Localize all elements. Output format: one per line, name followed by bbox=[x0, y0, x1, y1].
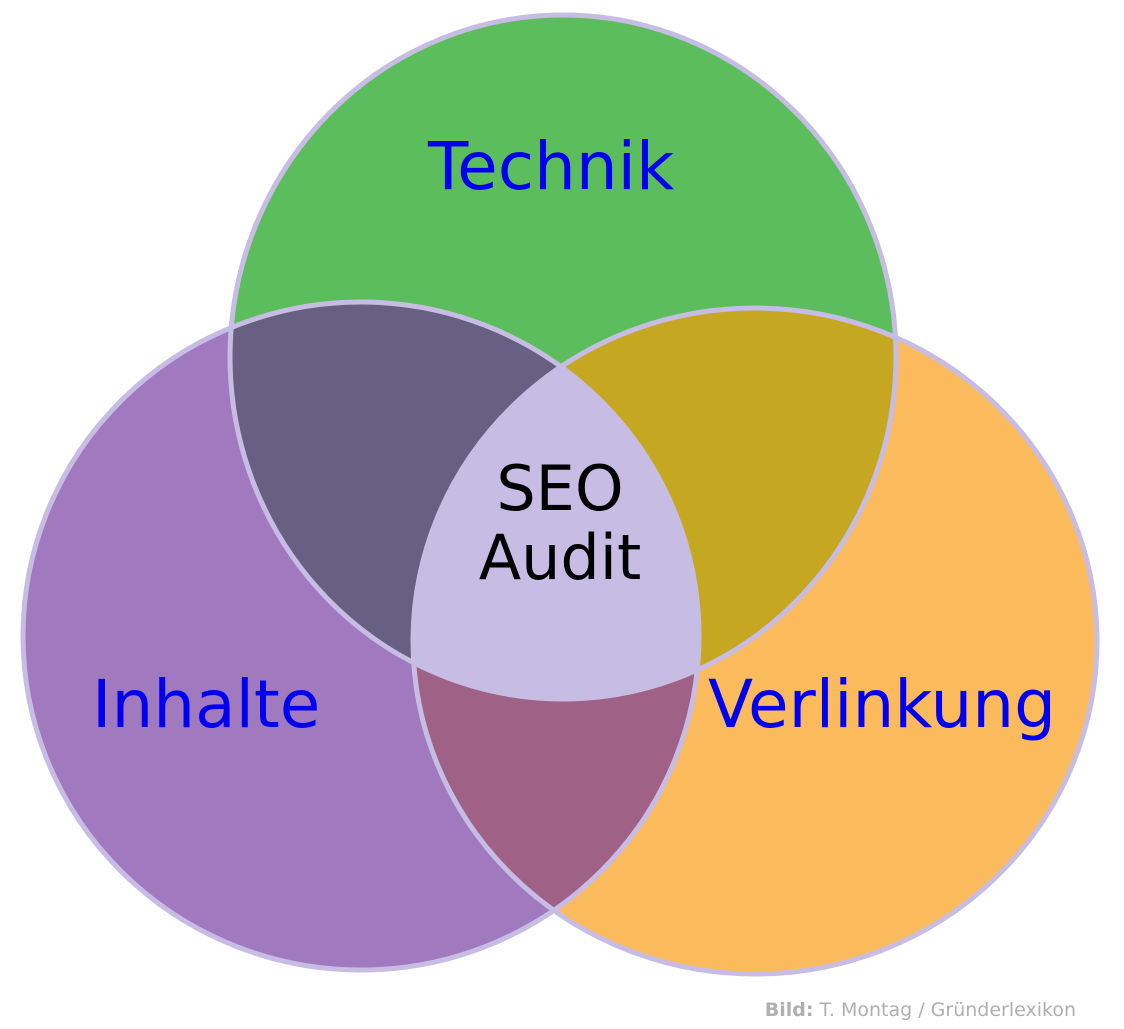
label-verlinkung: Verlinkung bbox=[708, 666, 1057, 743]
image-credit: Bild: T. Montag / Gründerlexikon bbox=[765, 999, 1076, 1021]
label-inhalte: Inhalte bbox=[92, 666, 321, 743]
outline-technik bbox=[227, 12, 899, 702]
overlap-center bbox=[413, 308, 699, 699]
credit-text: T. Montag / Gründerlexikon bbox=[819, 999, 1076, 1021]
label-technik: Technik bbox=[428, 128, 675, 205]
center-label-line2: Audit bbox=[478, 521, 642, 595]
credit-prefix: Bild: bbox=[764, 999, 814, 1021]
center-label-line1: SEO bbox=[496, 452, 624, 525]
outline-inhalte bbox=[20, 299, 702, 973]
center-label: SEO Audit bbox=[440, 454, 680, 593]
outline-verlinkung bbox=[410, 305, 1100, 977]
